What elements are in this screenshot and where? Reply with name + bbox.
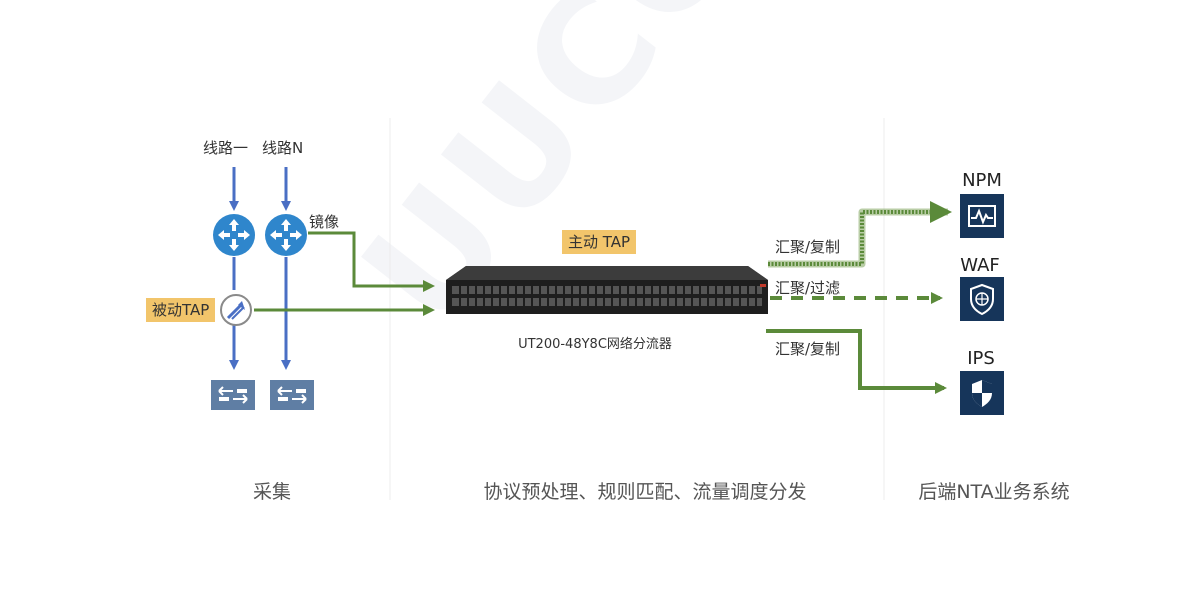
line-1-label: 线路一 — [203, 139, 248, 157]
active-tap-tag: 主动 TAP — [562, 230, 636, 254]
system-name-npm: NPM — [962, 170, 1002, 191]
router-icon — [264, 213, 308, 257]
section-title-processing: 协议预处理、规则匹配、流量调度分发 — [483, 477, 806, 504]
passive-tap-icon — [219, 293, 253, 327]
monitor-chart-icon — [960, 194, 1004, 238]
network-packet-broker-device — [446, 262, 768, 318]
router-icon — [212, 213, 256, 257]
globe-shield-icon — [960, 277, 1004, 321]
mirror-link — [308, 233, 432, 286]
section-title-backend: 后端NTA业务系统 — [918, 477, 1069, 504]
system-name-waf: WAF — [960, 255, 999, 276]
shield-icon — [960, 371, 1004, 415]
output-label-npm: 汇聚/复制 — [775, 238, 840, 256]
section-title-collection: 采集 — [253, 477, 291, 504]
switch-icon — [270, 380, 314, 410]
system-name-ips: IPS — [967, 348, 995, 369]
output-label-ips: 汇聚/复制 — [775, 340, 840, 358]
passive-tap-tag: 被动TAP — [146, 298, 215, 322]
mirror-label: 镜像 — [309, 213, 339, 231]
device-model-label: UT200-48Y8C网络分流器 — [518, 333, 672, 352]
switch-icon — [211, 380, 255, 410]
output-label-waf: 汇聚/过滤 — [775, 279, 840, 297]
line-n-label: 线路N — [262, 139, 303, 157]
